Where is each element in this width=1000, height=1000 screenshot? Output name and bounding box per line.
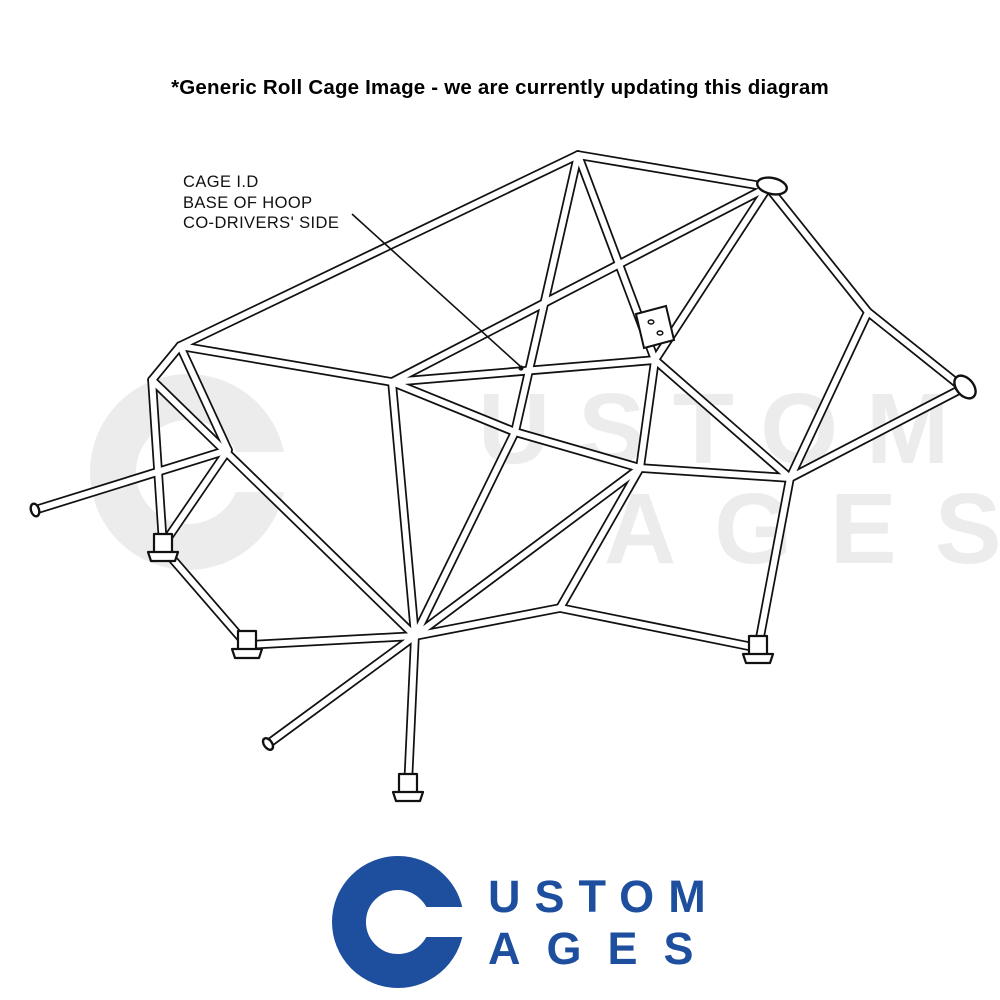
notice-text: *Generic Roll Cage Image - we are curren… — [171, 76, 829, 99]
logo-word-top: USTOM — [488, 870, 720, 922]
logo-c-icon: C — [332, 856, 464, 988]
callout-line-2: BASE OF HOOP — [183, 193, 313, 212]
cage-id-callout: CAGE I.D BASE OF HOOP CO-DRIVERS' SIDE — [183, 172, 339, 234]
mounting-feet — [146, 532, 775, 803]
watermark-word-top: USTOM — [478, 372, 977, 487]
gusset-plate — [634, 304, 676, 350]
callout-line-1: CAGE I.D — [183, 173, 259, 191]
callout-leader-line — [351, 213, 524, 371]
callout-line-3: CO-DRIVERS' SIDE — [183, 214, 340, 233]
logo-wordmark: USTOM AGES — [488, 874, 720, 971]
logo-word-bottom: AGES — [488, 922, 720, 974]
tube-end-caps — [29, 176, 977, 751]
custom-cages-logo: C USTOM AGES — [332, 856, 720, 988]
cage-tubes — [35, 155, 963, 786]
watermark-word-bottom: AGES — [604, 473, 1000, 585]
